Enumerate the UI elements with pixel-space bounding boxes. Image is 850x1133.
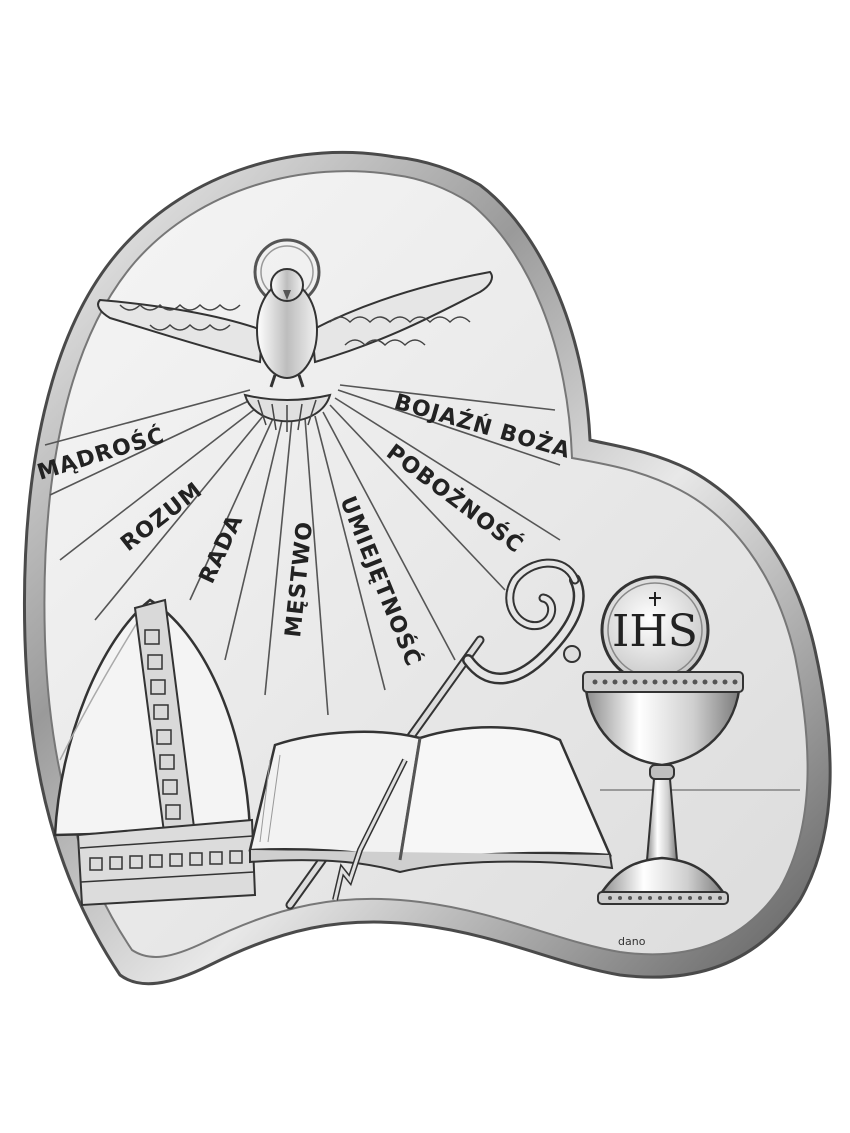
bishop-mitre-icon (53, 598, 257, 907)
holy-spirit-dove-icon (97, 238, 493, 432)
host-monogram: IHS (612, 606, 698, 657)
light-rays (44, 384, 561, 716)
chalice-host-icon: IHS (582, 575, 744, 905)
maker-mark: dano (618, 935, 646, 948)
open-book-icon (248, 726, 614, 901)
